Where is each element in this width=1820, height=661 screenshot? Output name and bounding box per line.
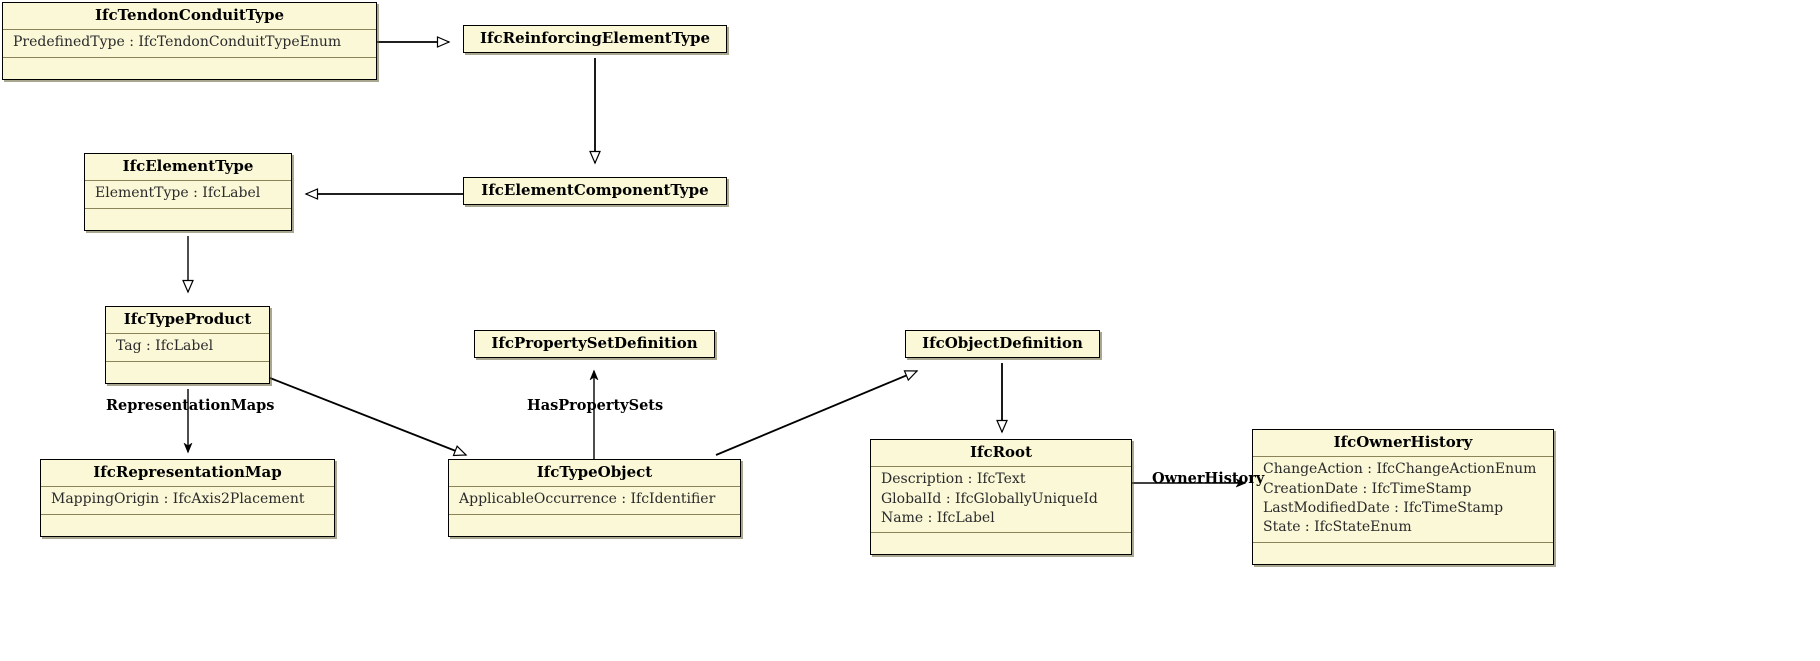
compartment-divider	[1253, 456, 1553, 458]
attribute-row: ElementType : IfcLabel	[95, 185, 261, 202]
compartment-divider	[3, 56, 376, 58]
class-name: IfcRepresentationMap	[93, 463, 282, 481]
operations-compartment	[106, 362, 269, 383]
compartment-divider	[41, 513, 334, 515]
attribute-row: GlobalId : IfcGloballyUniqueId	[881, 490, 1098, 507]
class-box-ifcpropertysetdefinition[interactable]: IfcPropertySetDefinition	[474, 330, 715, 359]
class-box-ifcrepresentationmap[interactable]: IfcRepresentationMap MappingOrigin : Ifc…	[40, 459, 335, 537]
compartment-divider	[85, 207, 291, 209]
class-name: IfcElementType	[122, 157, 254, 175]
edge-label-ownerhistory: OwnerHistory	[1152, 470, 1265, 487]
attributes-compartment: Description : IfcText GlobalId : IfcGlob…	[871, 467, 1131, 532]
attribute-row: Tag : IfcLabel	[116, 338, 214, 355]
class-box-ifcroot[interactable]: IfcRoot Description : IfcText GlobalId :…	[870, 439, 1132, 556]
attribute-row: CreationDate : IfcTimeStamp	[1263, 480, 1472, 497]
compartment-divider	[106, 360, 269, 362]
operations-compartment	[85, 209, 291, 230]
class-box-ifcreinforcingelementtype[interactable]: IfcReinforcingElementType	[463, 25, 727, 54]
attributes-compartment: Tag : IfcLabel	[106, 334, 269, 360]
class-name: IfcElementComponentType	[481, 181, 709, 199]
class-name: IfcReinforcingElementType	[480, 29, 710, 47]
edge-label-haspropertysets: HasPropertySets	[527, 397, 664, 414]
compartment-divider	[3, 29, 376, 31]
class-name: IfcPropertySetDefinition	[491, 334, 698, 352]
attribute-row: ChangeAction : IfcChangeActionEnum	[1263, 461, 1537, 478]
compartment-divider	[871, 466, 1131, 468]
class-box-ifcelementtype[interactable]: IfcElementType ElementType : IfcLabel	[84, 153, 292, 231]
class-box-ifcelementcomponenttype[interactable]: IfcElementComponentType	[463, 177, 727, 206]
operations-compartment	[3, 58, 376, 79]
attribute-row: LastModifiedDate : IfcTimeStamp	[1263, 499, 1504, 516]
attribute-row: Description : IfcText	[881, 471, 1026, 488]
compartment-divider	[85, 180, 291, 182]
compartment-divider	[449, 486, 740, 488]
class-box-ifcobjectdefinition[interactable]: IfcObjectDefinition	[905, 330, 1100, 359]
class-box-ifctypeobject[interactable]: IfcTypeObject ApplicableOccurrence : Ifc…	[448, 459, 741, 537]
attributes-compartment: ChangeAction : IfcChangeActionEnum Creat…	[1253, 457, 1553, 541]
class-name: IfcRoot	[969, 443, 1032, 461]
operations-compartment	[41, 515, 334, 536]
operations-compartment	[1253, 543, 1553, 564]
class-name: IfcOwnerHistory	[1333, 433, 1473, 451]
class-name: IfcTendonConduitType	[94, 6, 285, 24]
attributes-compartment: PredefinedType : IfcTendonConduitTypeEnu…	[3, 30, 376, 56]
operations-compartment	[871, 533, 1131, 554]
edge-typeproduct-to-typeobject	[269, 377, 468, 457]
compartment-divider	[41, 486, 334, 488]
attributes-compartment: ApplicableOccurrence : IfcIdentifier	[449, 487, 740, 513]
compartment-divider	[871, 532, 1131, 534]
attribute-row: ApplicableOccurrence : IfcIdentifier	[459, 491, 716, 508]
edge-label-representationmaps: RepresentationMaps	[106, 397, 275, 414]
attribute-row: Name : IfcLabel	[881, 509, 995, 526]
class-box-ifctypeproduct[interactable]: IfcTypeProduct Tag : IfcLabel	[105, 306, 270, 384]
attribute-row: State : IfcStateEnum	[1263, 519, 1412, 536]
class-box-ifcownerhistory[interactable]: IfcOwnerHistory ChangeAction : IfcChange…	[1252, 429, 1554, 565]
attributes-compartment: MappingOrigin : IfcAxis2Placement	[41, 487, 334, 513]
class-box-ifctendonconduittype[interactable]: IfcTendonConduitType PredefinedType : If…	[2, 2, 377, 80]
class-name: IfcTypeObject	[536, 463, 653, 481]
class-name: IfcTypeProduct	[123, 310, 252, 328]
attribute-row: PredefinedType : IfcTendonConduitTypeEnu…	[13, 34, 342, 51]
class-name: IfcObjectDefinition	[922, 334, 1083, 352]
operations-compartment	[449, 515, 740, 536]
attributes-compartment: ElementType : IfcLabel	[85, 181, 291, 207]
compartment-divider	[1253, 541, 1553, 543]
compartment-divider	[106, 333, 269, 335]
compartment-divider	[449, 513, 740, 515]
attribute-row: MappingOrigin : IfcAxis2Placement	[51, 491, 305, 508]
